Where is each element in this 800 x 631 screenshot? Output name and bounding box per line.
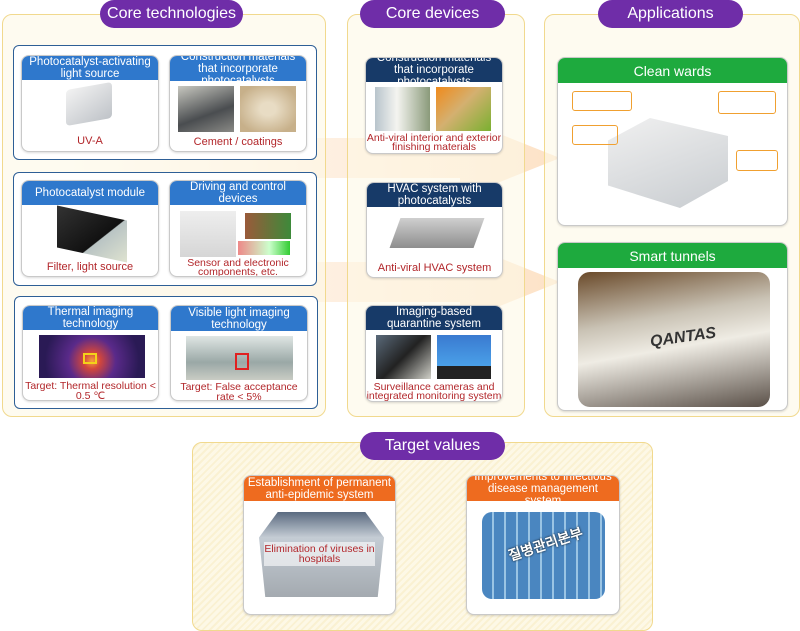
callout-box — [572, 125, 618, 145]
finishing-panels-image — [436, 87, 491, 131]
card-caption: Cement / coatings — [193, 136, 283, 148]
tech-card-construction-materials: Construction materials that incorporate … — [169, 55, 307, 152]
thermal-image — [39, 335, 145, 378]
cement-work-image — [178, 86, 234, 132]
card-caption: UV-A — [77, 135, 103, 147]
card-caption: Anti-viral interior and exterior finishi… — [366, 132, 502, 153]
device-card-quarantine-system: Imaging-based quarantine system Surveill… — [365, 305, 503, 402]
tech-card-photocatalyst-module: Photocatalyst module Filter, light sourc… — [21, 180, 159, 277]
card-header: Imaging-based quarantine system — [366, 306, 502, 330]
card-header: Improvements to infectious disease manag… — [467, 476, 619, 507]
callout-box — [718, 91, 776, 114]
card-caption: Target: False acceptance rate < 5% — [180, 381, 298, 401]
visible-light-image — [186, 336, 293, 380]
tech-card-light-source: Photocatalyst-activating light source UV… — [21, 55, 159, 152]
target-values-title: Target values — [360, 432, 505, 460]
uv-lamp-image — [66, 81, 112, 127]
core-devices-title: Core devices — [360, 0, 505, 28]
tech-card-driving-control: Driving and control devices Sensor and e… — [169, 180, 307, 277]
sensor-image — [180, 211, 236, 257]
hospital-ward-illustration — [608, 118, 728, 208]
applications-title: Applications — [598, 0, 743, 28]
target-card-disease-management: Improvements to infectious disease manag… — [466, 475, 620, 615]
tunnel-photo — [578, 272, 770, 407]
card-caption: Elimination of viruses in hospitals — [264, 542, 375, 566]
card-header: Construction materials that incorporate … — [170, 56, 306, 87]
monitoring-screen-image — [437, 335, 491, 379]
device-card-construction-materials: Construction materials that incorporate … — [365, 57, 503, 154]
card-header: Construction materials that incorporate … — [366, 58, 502, 88]
building-wall-image — [375, 87, 430, 131]
card-caption: Filter, light source — [46, 261, 134, 273]
module-image — [57, 205, 127, 263]
application-card-smart-tunnels: Smart tunnels QANTAS — [557, 242, 788, 411]
card-caption: Surveillance cameras and integrated moni… — [366, 381, 502, 402]
device-card-hvac: HVAC system with photocatalysts Anti-vir… — [366, 182, 503, 278]
card-header: Thermal imaging technology — [23, 306, 158, 330]
card-header: Smart tunnels — [558, 243, 787, 268]
card-header: Photocatalyst-activating light source — [22, 56, 158, 80]
hvac-image — [389, 218, 485, 248]
tech-card-visible-light-imaging: Visible light imaging technology Target:… — [170, 305, 308, 401]
core-technologies-title: Core technologies — [100, 0, 243, 28]
surveillance-camera-image — [376, 335, 431, 379]
callout-box — [736, 150, 778, 171]
detection-box — [83, 353, 97, 364]
card-header: Photocatalyst module — [22, 181, 158, 205]
card-header: Clean wards — [558, 58, 787, 83]
card-header: Driving and control devices — [170, 181, 306, 205]
card-header: HVAC system with photocatalysts — [367, 183, 502, 207]
card-caption: Anti-viral HVAC system — [377, 262, 492, 274]
coating-texture-image — [240, 86, 296, 132]
kcdc-building-photo — [482, 512, 605, 599]
card-header: Visible light imaging technology — [171, 306, 307, 331]
tech-card-thermal-imaging: Thermal imaging technology Target: Therm… — [22, 305, 159, 401]
circuit-board-image — [245, 213, 291, 239]
card-header: Establishment of permanent anti-epidemic… — [244, 476, 395, 501]
card-caption: Target: Thermal resolution < 0.5 ℃ — [25, 380, 156, 401]
callout-box — [572, 91, 632, 111]
target-card-anti-epidemic: Establishment of permanent anti-epidemic… — [243, 475, 396, 615]
electronic-parts-image — [238, 241, 290, 255]
detection-box — [235, 353, 249, 370]
card-caption: Sensor and electronic components, etc. — [187, 257, 289, 277]
application-card-clean-wards: Clean wards — [557, 57, 788, 226]
